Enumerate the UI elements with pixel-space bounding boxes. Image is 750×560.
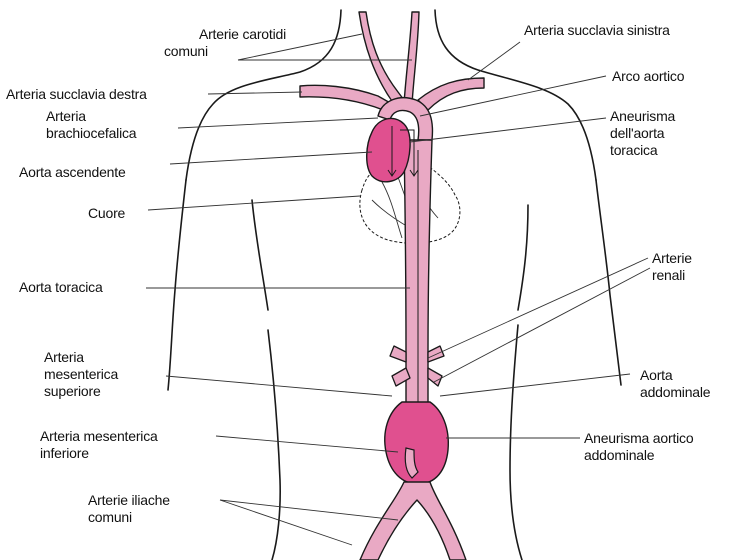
label-brachiocefalica-line2: brachiocefalica	[46, 125, 137, 141]
label-carotidi-line2: comuni	[164, 43, 208, 59]
leader-cuore	[147, 195, 361, 211]
label-brachiocefalica: Arteria brachiocefalica	[46, 108, 137, 142]
leader-succlavia-sinistra	[467, 41, 521, 81]
left-carotid-artery	[403, 11, 420, 105]
label-renali-line2: renali	[652, 267, 686, 283]
label-renali-line1: Arterie	[652, 250, 692, 266]
leader-brachiocefalica	[177, 117, 379, 129]
neck-left-outline	[185, 9, 342, 181]
label-aneurisma-addominale-line2: addominale	[584, 447, 655, 463]
label-renali: Arterie renali	[652, 250, 692, 284]
leader-renali-a	[427, 257, 649, 359]
armpit-left-outline	[251, 199, 269, 311]
label-carotidi: Arterie carotidi comuni	[140, 26, 286, 60]
label-arco-aortico: Arco aortico	[612, 68, 685, 84]
label-aneurisma-toracica-line2: dell'aorta	[610, 125, 665, 141]
label-aorta-toracica: Aorta toracica	[19, 279, 103, 295]
label-aneurisma-addominale-line1: Aneurisma aortico	[584, 430, 694, 446]
common-iliac-arteries	[359, 481, 467, 560]
label-brachiocefalica-line1: Arteria	[46, 108, 86, 124]
label-aorta-addominale-line2: addominale	[640, 384, 711, 400]
leader-mesenterica-inferiore	[215, 435, 399, 453]
label-aneurisma-toracica-line3: toracica	[610, 142, 658, 158]
leader-iliache-a	[219, 499, 399, 521]
leader-lines	[146, 33, 651, 546]
superior-mesenteric-artery	[391, 367, 411, 387]
armpit-right-outline	[517, 204, 529, 311]
leader-iliache-b	[219, 499, 353, 546]
leader-aorta-addominale	[439, 373, 631, 397]
leader-aorta-ascendente	[169, 151, 373, 165]
leader-aneurisma-toracica	[409, 117, 607, 143]
label-mesenterica-superiore-line3: superiore	[44, 383, 101, 399]
left-renal-artery	[389, 345, 407, 363]
waist-left-outline	[267, 329, 281, 560]
torso-outline	[167, 9, 622, 560]
left-subclavian-artery	[417, 77, 485, 111]
label-aorta-addominale: Aorta addominale	[640, 367, 711, 401]
label-mesenterica-inferiore-line1: Arteria mesenterica	[40, 428, 158, 444]
label-aneurisma-toracica-line1: Aneurisma	[610, 108, 676, 124]
label-iliache: Arterie iliache comuni	[88, 492, 170, 526]
label-aorta-addominale-line1: Aorta	[640, 367, 673, 383]
label-aneurisma-addominale: Aneurisma aortico addominale	[584, 430, 694, 464]
thoracic-aortic-aneurysm	[366, 117, 411, 183]
label-mesenterica-inferiore: Arteria mesenterica inferiore	[40, 428, 158, 462]
label-iliache-line1: Arterie iliache	[88, 492, 170, 508]
leader-mesenterica-superiore	[165, 375, 393, 397]
label-iliache-line2: comuni	[88, 509, 132, 525]
leader-carotidi-a	[237, 33, 363, 61]
right-subclavian-artery	[299, 84, 393, 113]
arm-left-outline	[167, 179, 187, 391]
label-mesenterica-superiore-line1: Arteria	[44, 349, 84, 365]
label-succlavia-sinistra: Arteria succlavia sinistra	[524, 22, 670, 38]
arm-right-outline	[595, 179, 622, 386]
leader-succlavia-destra	[207, 91, 303, 95]
label-mesenterica-superiore: Arteria mesenterica superiore	[44, 349, 118, 400]
inferior-mesenteric-artery	[404, 447, 419, 479]
label-succlavia-destra: Arteria succlavia destra	[6, 86, 147, 102]
label-carotidi-line1: Arterie carotidi	[198, 26, 286, 42]
waist-right-outline	[509, 324, 523, 560]
neck-right-outline	[434, 9, 597, 181]
aneurysm-arrows	[387, 126, 419, 177]
label-mesenterica-superiore-line2: mesenterica	[44, 366, 119, 382]
label-mesenterica-inferiore-line2: inferiore	[40, 445, 89, 461]
leader-arco-aortico	[419, 75, 607, 117]
label-aneurisma-toracica: Aneurisma dell'aorta toracica	[610, 108, 675, 159]
celiac-branch	[427, 367, 443, 387]
leader-renali-b	[433, 267, 651, 383]
right-carotid-artery	[358, 11, 405, 105]
label-cuore: Cuore	[88, 205, 126, 221]
label-aorta-ascendente: Aorta ascendente	[19, 164, 126, 180]
